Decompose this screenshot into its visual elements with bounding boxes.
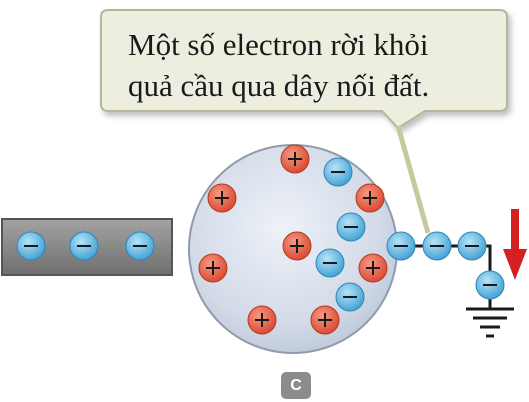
charged-rod (1, 218, 173, 276)
wire-negative-charge-3 (457, 231, 487, 261)
rod-negative-charge-2 (69, 231, 99, 261)
sphere-negative-charge-3 (315, 248, 345, 278)
rod-negative-charge-1 (16, 231, 46, 261)
callout-line-1: Một số electron rời khỏi (128, 27, 429, 62)
panel-label-badge: C (281, 372, 311, 399)
sphere-positive-charge-5 (198, 253, 228, 283)
callout-bubble (100, 9, 508, 130)
wire-negative-charge-2 (422, 231, 452, 261)
callout-text: Một số electron rời khỏi quả cầu qua dây… (128, 24, 498, 106)
sphere-positive-charge-7 (247, 305, 277, 335)
sphere-negative-charge-1 (323, 157, 353, 187)
wire-negative-charge-4 (475, 270, 505, 300)
sphere-positive-charge-6 (358, 253, 388, 283)
sphere-positive-charge-4 (282, 231, 312, 261)
conducting-sphere (188, 144, 398, 354)
sphere-negative-charge-2 (336, 212, 366, 242)
sphere-positive-charge-1 (280, 144, 310, 174)
callout-pointer-line (395, 125, 431, 234)
sphere-positive-charge-8 (310, 305, 340, 335)
sphere-positive-charge-2 (207, 183, 237, 213)
down-arrow-icon (503, 209, 527, 280)
rod-negative-charge-3 (125, 231, 155, 261)
sphere-negative-charge-4 (335, 282, 365, 312)
ground-symbol-icon (466, 307, 514, 338)
callout-line-2: quả cầu qua dây nối đất. (128, 68, 430, 103)
sphere-positive-charge-3 (355, 183, 385, 213)
wire-negative-charge-1 (386, 231, 416, 261)
